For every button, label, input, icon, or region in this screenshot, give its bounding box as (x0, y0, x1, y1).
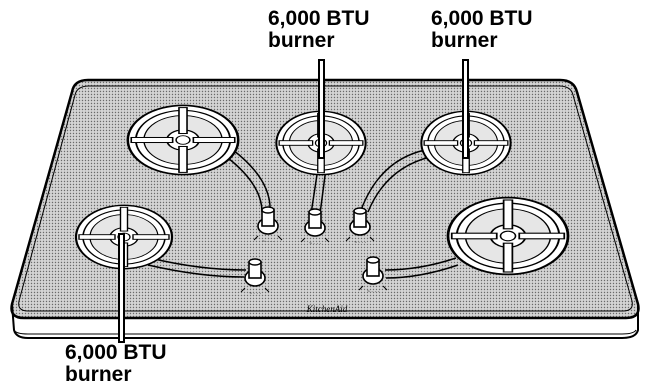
callout-top-center: 6,000 BTU burner (268, 8, 370, 52)
brand-logo: KitchenAid (306, 304, 348, 314)
burner-front-right (446, 196, 570, 276)
callout-bottom-left-line2: burner (65, 363, 132, 386)
callout-bottom-left-line1: 6,000 BTU (65, 341, 167, 364)
callout-top-center-line1: 6,000 BTU (268, 7, 370, 30)
gas-tubes (147, 149, 459, 279)
burner-rear-left (126, 104, 240, 176)
callout-top-center-line2: burner (268, 29, 335, 52)
leader-lines (118, 59, 469, 343)
callout-top-right: 6,000 BTU burner (431, 8, 533, 52)
callout-bottom-left: 6,000 BTU burner (65, 342, 167, 386)
callout-top-right-line1: 6,000 BTU (431, 7, 533, 30)
callout-top-right-line2: burner (431, 29, 498, 52)
